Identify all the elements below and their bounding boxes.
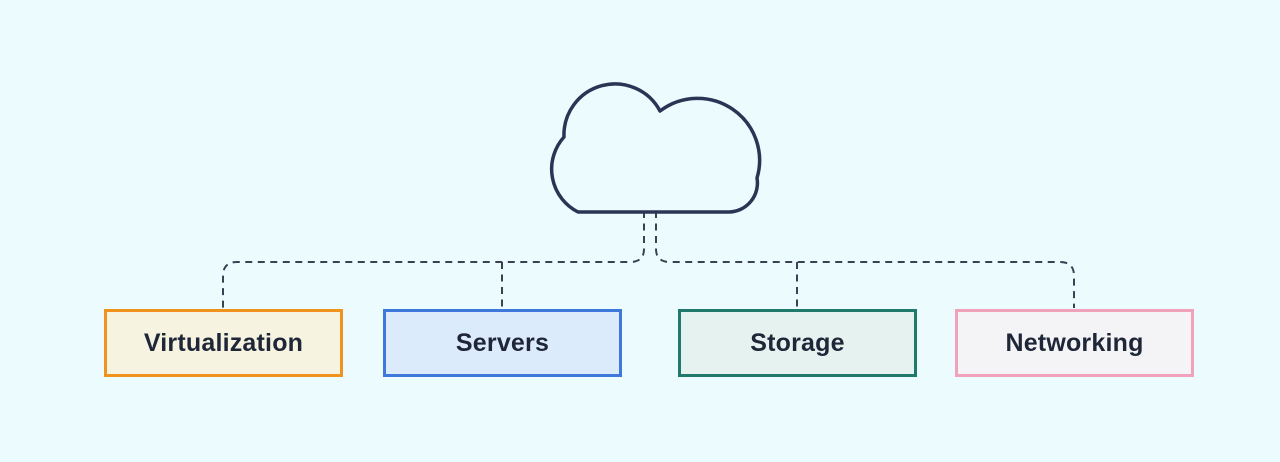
connector-cloud-to-virtualization bbox=[222, 211, 645, 308]
node-virtualization[interactable]: Virtualization bbox=[104, 309, 343, 377]
connector-cloud-to-networking bbox=[655, 211, 1075, 308]
node-servers-label: Servers bbox=[455, 328, 550, 357]
cloud-icon[interactable] bbox=[549, 82, 762, 214]
node-networking[interactable]: Networking bbox=[955, 309, 1194, 377]
node-storage[interactable]: Storage bbox=[678, 309, 917, 377]
node-servers[interactable]: Servers bbox=[383, 309, 622, 377]
node-networking-label: Networking bbox=[1005, 328, 1144, 357]
node-virtualization-label: Virtualization bbox=[143, 328, 304, 357]
node-storage-label: Storage bbox=[750, 328, 845, 357]
